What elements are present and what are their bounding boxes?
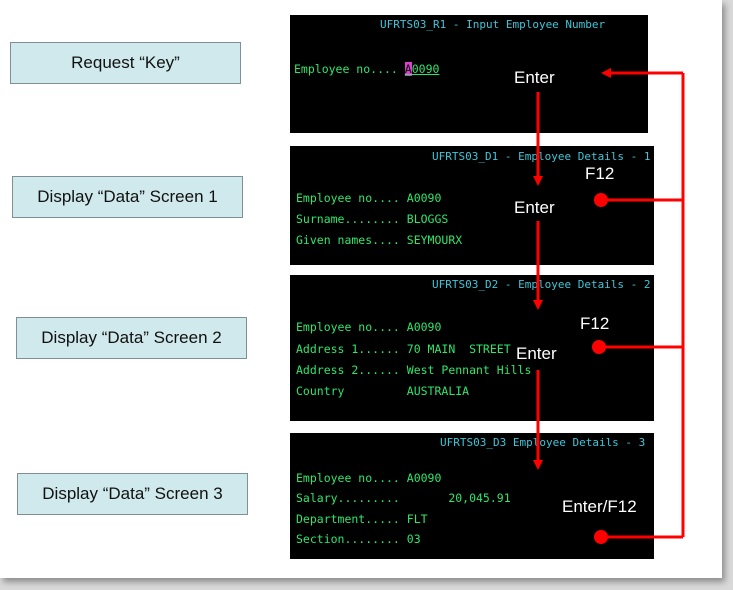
cursor: A — [404, 62, 412, 76]
data-line: Employee no.... A0090 — [296, 471, 442, 485]
enter-f12-key-label-d3: Enter/F12 — [562, 497, 637, 516]
screen-title: UFRTS03_D3 Employee Details - 3 — [440, 436, 646, 449]
f12-key-label-d2: F12 — [580, 314, 610, 333]
data-line: Salary......... 20,045.91 — [296, 491, 511, 505]
data-line: Address 1...... 70 MAIN STREET — [296, 342, 511, 356]
data-line: Country AUSTRALIA — [296, 384, 470, 398]
data-line: Department..... FLT — [296, 512, 428, 526]
screen-title: UFRTS03_D1 - Employee Details - 1 — [432, 150, 651, 163]
enter-key-label-r1: Enter — [514, 68, 555, 87]
employee-details-1-screen: UFRTS03_D1 - Employee Details - 1 Employ… — [290, 146, 654, 265]
data-line: Surname........ BLOGGS — [296, 212, 449, 226]
employee-number-input[interactable]: A0090 — [404, 62, 440, 76]
field-label: Employee no.... — [294, 62, 405, 76]
display-screen-2-label: Display “Data” Screen 2 — [16, 317, 247, 359]
screen-title: UFRTS03_R1 - Input Employee Number — [380, 18, 606, 31]
slide: Request “Key” Display “Data” Screen 1 Di… — [0, 0, 722, 578]
enter-key-label-d1: Enter — [514, 198, 555, 217]
enter-key-label-d2: Enter — [516, 344, 557, 363]
data-line: Employee no.... A0090 — [296, 191, 442, 205]
employee-details-2-screen: UFRTS03_D2 - Employee Details - 2 Employ… — [290, 275, 654, 421]
employee-details-3-screen: UFRTS03_D3 Employee Details - 3 Employee… — [290, 433, 654, 559]
data-line: Section........ 03 — [296, 532, 421, 546]
data-line: Employee no.... A0090 — [296, 320, 442, 334]
data-line: Given names.... SEYMOURX — [296, 233, 463, 247]
screen-title: UFRTS03_D2 - Employee Details - 2 — [432, 278, 651, 291]
employee-number-field[interactable]: Employee no.... A0090 — [294, 62, 439, 76]
input-employee-number-screen: UFRTS03_R1 - Input Employee Number Emplo… — [290, 15, 648, 133]
request-key-label: Request “Key” — [10, 42, 241, 84]
data-line: Address 2...... West Pennant Hills — [296, 363, 532, 377]
field-value: 0090 — [411, 62, 440, 76]
display-screen-1-label: Display “Data” Screen 1 — [12, 176, 243, 218]
f12-key-label-d1: F12 — [585, 164, 615, 183]
display-screen-3-label: Display “Data” Screen 3 — [17, 473, 248, 515]
